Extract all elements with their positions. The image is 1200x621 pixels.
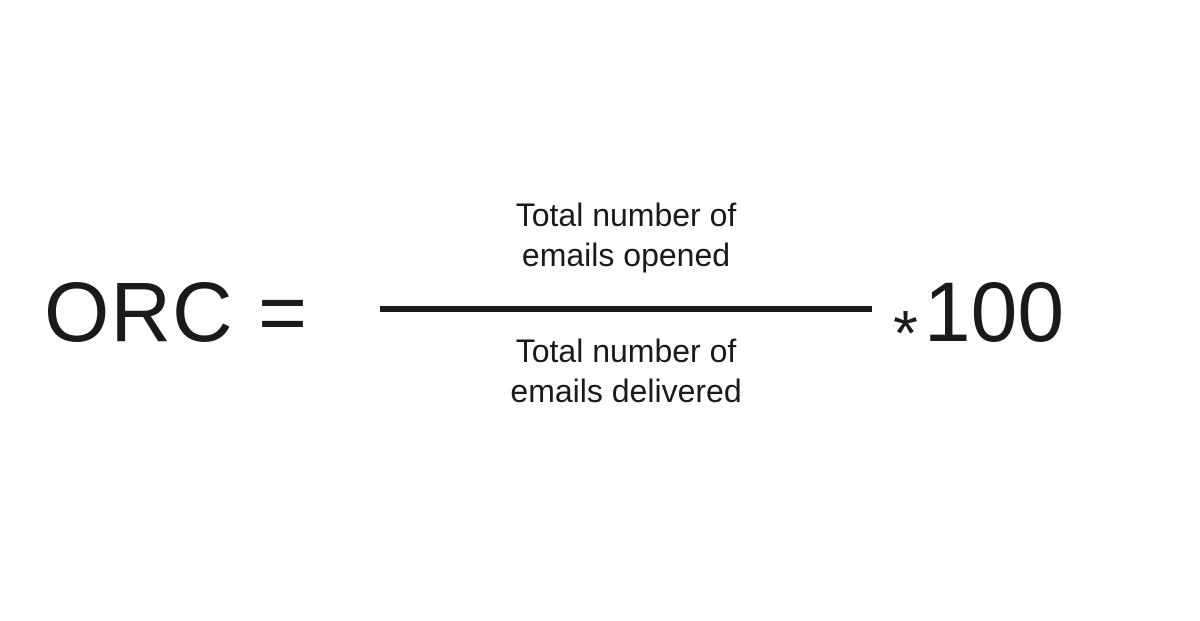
numerator-line-1: Total number of	[515, 197, 737, 233]
formula-lhs: ORC =	[44, 265, 309, 359]
denominator-line-1: Total number of	[515, 333, 737, 369]
denominator-line-2: emails delivered	[510, 373, 742, 409]
formula-multiplier: *100	[893, 262, 1064, 383]
fraction-denominator: Total number of emails delivered	[380, 331, 872, 411]
fraction-numerator: Total number of emails opened	[380, 195, 872, 275]
fraction-bar	[380, 306, 872, 312]
multiply-operator: *	[893, 297, 918, 369]
multiplier-value: 100	[923, 265, 1065, 359]
numerator-line-2: emails opened	[521, 237, 731, 273]
